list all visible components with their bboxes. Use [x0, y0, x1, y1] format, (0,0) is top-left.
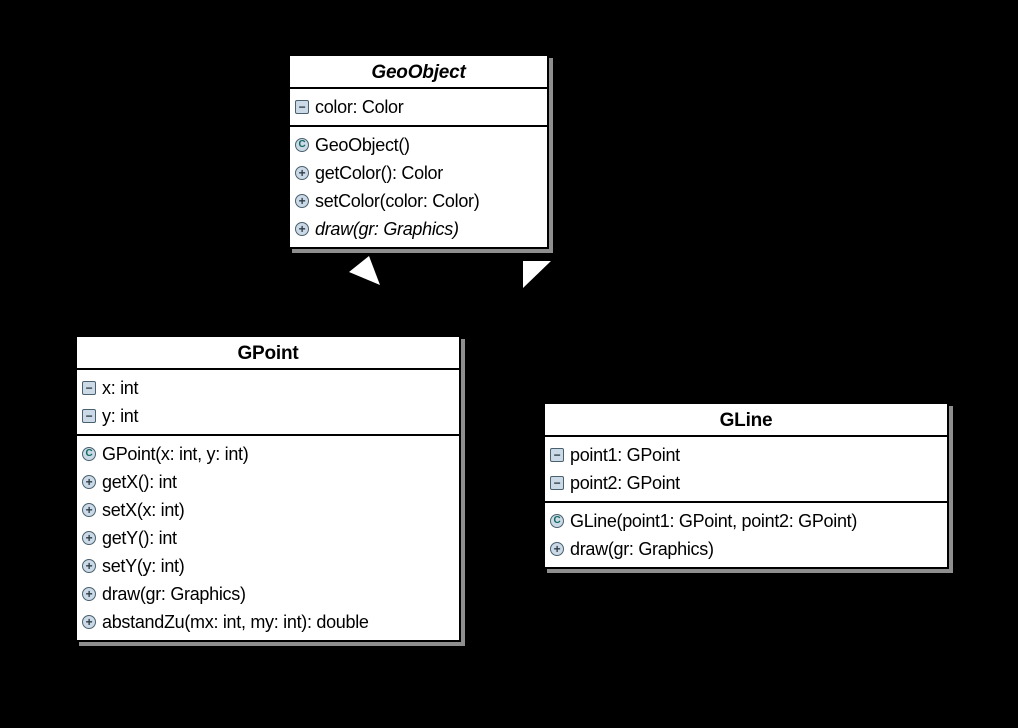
private-attribute-icon: − [82, 409, 96, 423]
private-attribute-icon: − [550, 448, 564, 462]
attribute-text: point1: GPoint [570, 444, 680, 465]
public-method-icon: + [82, 475, 96, 489]
public-method-icon: + [82, 531, 96, 545]
method-text: draw(gr: Graphics) [102, 583, 246, 604]
method-text: GPoint(x: int, y: int) [102, 443, 249, 464]
public-method-icon: + [82, 615, 96, 629]
attribute-text: color: Color [315, 96, 404, 117]
attribute-row: − color: Color [290, 93, 547, 121]
attributes-section: − x: int − y: int [77, 370, 459, 436]
attribute-row: − y: int [77, 402, 459, 430]
method-row: + setY(y: int) [77, 552, 459, 580]
method-text: draw(gr: Graphics) [570, 538, 714, 559]
method-row: + setColor(color: Color) [290, 187, 547, 215]
class-title-geoobject: GeoObject [290, 56, 547, 89]
method-text: setColor(color: Color) [315, 190, 480, 211]
attribute-row: − x: int [77, 374, 459, 402]
attribute-text: x: int [102, 377, 139, 398]
method-text: GLine(point1: GPoint, point2: GPoint) [570, 510, 858, 531]
private-attribute-icon: − [550, 476, 564, 490]
methods-section: C GeoObject() + getColor(): Color + setC… [290, 127, 547, 247]
private-attribute-icon: − [295, 100, 309, 114]
method-row: + draw(gr: Graphics) [290, 215, 547, 243]
method-row: + draw(gr: Graphics) [545, 535, 947, 563]
class-title-gpoint: GPoint [77, 337, 459, 370]
class-title-gline: GLine [545, 404, 947, 437]
inheritance-arrowhead-gpoint-to-geoobject[interactable] [349, 256, 380, 285]
abstract-method-text: draw(gr: Graphics) [315, 218, 459, 239]
method-row: + setX(x: int) [77, 496, 459, 524]
methods-section: C GPoint(x: int, y: int) + getX(): int +… [77, 436, 459, 640]
constructor-icon: C [295, 138, 309, 152]
attributes-section: − point1: GPoint − point2: GPoint [545, 437, 947, 503]
method-row: + draw(gr: Graphics) [77, 580, 459, 608]
public-method-icon: + [82, 503, 96, 517]
attribute-row: − point1: GPoint [545, 441, 947, 469]
method-row: + abstandZu(mx: int, my: int): double [77, 608, 459, 636]
public-method-icon: + [550, 542, 564, 556]
method-row: + getY(): int [77, 524, 459, 552]
attributes-section: − color: Color [290, 89, 547, 127]
methods-section: C GLine(point1: GPoint, point2: GPoint) … [545, 503, 947, 567]
method-text: abstandZu(mx: int, my: int): double [102, 611, 369, 632]
method-text: getColor(): Color [315, 162, 443, 183]
method-row: + getX(): int [77, 468, 459, 496]
public-method-icon: + [295, 166, 309, 180]
class-box-gpoint[interactable]: GPoint − x: int − y: int C GPoint(x: int… [75, 335, 461, 642]
private-attribute-icon: − [82, 381, 96, 395]
method-row: C GeoObject() [290, 131, 547, 159]
method-text: setX(x: int) [102, 499, 185, 520]
public-method-icon: + [295, 222, 309, 236]
method-text: GeoObject() [315, 134, 410, 155]
class-box-geoobject[interactable]: GeoObject − color: Color C GeoObject() +… [288, 54, 549, 249]
public-method-icon: + [295, 194, 309, 208]
method-text: getX(): int [102, 471, 177, 492]
method-row: C GLine(point1: GPoint, point2: GPoint) [545, 507, 947, 535]
inheritance-arrowhead-gline-to-geoobject[interactable] [523, 261, 551, 288]
method-text: getY(): int [102, 527, 177, 548]
method-row: C GPoint(x: int, y: int) [77, 440, 459, 468]
method-text: setY(y: int) [102, 555, 185, 576]
attribute-row: − point2: GPoint [545, 469, 947, 497]
constructor-icon: C [82, 447, 96, 461]
method-row: + getColor(): Color [290, 159, 547, 187]
attribute-text: y: int [102, 405, 139, 426]
public-method-icon: + [82, 587, 96, 601]
constructor-icon: C [550, 514, 564, 528]
class-box-gline[interactable]: GLine − point1: GPoint − point2: GPoint … [543, 402, 949, 569]
attribute-text: point2: GPoint [570, 472, 680, 493]
public-method-icon: + [82, 559, 96, 573]
